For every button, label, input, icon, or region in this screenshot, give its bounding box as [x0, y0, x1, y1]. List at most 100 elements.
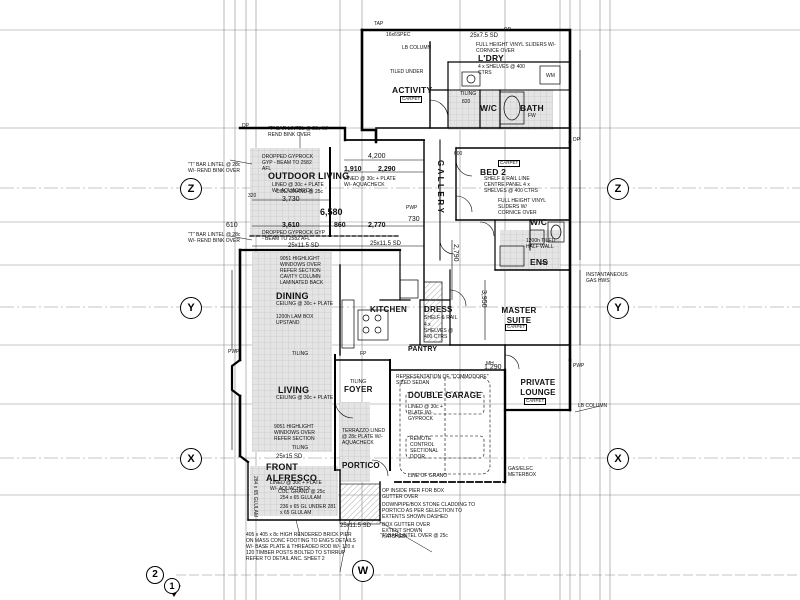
note-shelf-rail: SHELF & RAIL	[424, 315, 458, 321]
dim-3610: 3,610	[282, 222, 300, 229]
note-lb-column-bot: LB COLUMN	[578, 403, 608, 409]
kitchen-fixtures	[341, 279, 443, 349]
room-private-lounge: PRIVATE LOUNGE	[520, 378, 556, 397]
door-swings	[334, 99, 520, 477]
note-dp-left: DP	[242, 123, 249, 129]
note-dp-top: DP	[504, 27, 511, 33]
note-spec: 16x6SPEC	[386, 32, 411, 38]
note-lined-outdoor: LINED @ 30c + PLATE W/- AQUACHECK	[272, 182, 324, 194]
note-dropped-gyp-2: DROPPED GYPROCK GYP - BEAM TO 2582 AFL	[262, 230, 325, 242]
note-glulam-3: 236 x 65 GL UNDER 281 x 65 GLULAM	[280, 504, 336, 516]
car-outline	[399, 377, 491, 475]
note-lined-plate: LINED @ 30c + PLATE W/- AQUACHECK	[344, 176, 396, 188]
grid-bubble-y-right: Y	[607, 297, 629, 319]
note-col-grand2: COL. GRAND @ 25c	[278, 489, 326, 495]
dim-2290: 2,290	[378, 166, 396, 173]
dim-320: 320	[248, 193, 257, 199]
note-fw-ens: FW	[540, 261, 548, 267]
note-tiled-under: TILED UNDER	[390, 69, 424, 75]
room-bath: BATH	[520, 103, 544, 113]
tiling-label-living: TILING	[292, 445, 309, 451]
note-alfresco-lined: LINED @ 30c + PLATE W/- AQUACHECK	[270, 480, 322, 492]
floor-master: CARPET	[505, 324, 528, 331]
note-op-pier: OP INSIDE PIER FOR BOX GUTTER OVER	[382, 488, 445, 500]
room-portico: PORTICO	[342, 461, 380, 470]
note-tap: TAP	[374, 21, 384, 27]
dim-2790: 2,790	[452, 244, 459, 262]
note-cavity-col: CAVITY COLUMN LAMINATED BACK	[280, 274, 324, 286]
note-pwp-1: PWP	[228, 349, 240, 355]
room-bed2: BED 2	[480, 167, 507, 177]
note-wm: WM	[546, 73, 555, 79]
section-bubble-sheet: 1	[164, 578, 180, 594]
note-tbar-1: "T" BAR LINTEL @ 28c W/- REND BINK OVER	[268, 126, 330, 138]
room-ens: ENS	[530, 257, 549, 267]
note-downpipe: DOWNPIPE/BOX STONE CLADDING TO PORTICO A…	[382, 502, 476, 520]
note-pier: 405 x 405 x 8c HIGH RENDERED BRICK PIER …	[246, 532, 356, 562]
dim-3730: 3,730	[282, 196, 300, 203]
sd-mid: 25x11.5 SD	[370, 241, 401, 247]
box-gutter-hatch	[339, 483, 381, 525]
tiling-label-foyer: TILING	[350, 379, 367, 385]
dim-3950: 3,950	[480, 290, 487, 308]
dim-610: 610	[226, 222, 238, 229]
section-marker	[167, 574, 800, 597]
dim-4200: 4,200	[368, 153, 386, 160]
note-lb-column-top: LB COLUMN	[402, 45, 432, 51]
floor-private-lounge: CARPET	[524, 398, 547, 405]
dim-6580: 6,580	[320, 207, 343, 217]
section-bubble-number: 2	[146, 566, 164, 584]
room-activity: ACTIVITY	[392, 85, 433, 95]
note-roller-door: REMOTE CONTROL SECTIONAL DOOR	[410, 436, 439, 460]
note-pwp-3: PWP	[406, 205, 418, 211]
note-dp-right: DP	[573, 137, 580, 143]
note-fw-bath: FW	[528, 113, 536, 119]
sd-top: 25x7.5 SD	[470, 33, 499, 39]
dim-1290: 1,290	[484, 364, 502, 371]
floor-bed2: CARPET	[498, 160, 521, 167]
note-gas-hws: INSTANTANEOUS GAS HWS	[586, 272, 628, 284]
bath-fixtures	[461, 65, 565, 267]
note-lam-box: 1200h LAM BOX UPSTAND	[276, 314, 314, 326]
note-ceiling-living: CEILING @ 30c + PLATE	[276, 395, 334, 401]
tiling-label-dining: TILING	[292, 351, 309, 357]
note-bed2: SHELF & RAIL LINE CENTRE PANEL 4 x SHELV…	[484, 176, 538, 194]
grid-bubble-z-left: Z	[180, 178, 202, 200]
grid-bubble-y-left: Y	[180, 297, 202, 319]
note-tbar-2: "T" BAR LINTEL @ 28c W/- REND BINK OVER	[188, 162, 241, 174]
room-outdoor-living: OUTDOOR LIVING	[268, 171, 350, 181]
sd-portico: 25x11.5 SD	[340, 523, 371, 529]
leader-lines	[229, 132, 601, 573]
walls	[230, 28, 572, 521]
sd-mid2: 25x11.5 SD	[288, 243, 319, 249]
note-highlight-window-2: 9051 HIGHLIGHT WINDOWS OVER REFER SECTIO…	[274, 424, 315, 442]
room-gallery: G A L L E R Y	[436, 160, 445, 214]
note-dropped-gyp-1: DROPPED GYPROCK GYP - BEAM TO 2582 AFL	[262, 154, 314, 172]
dim-600: 600	[454, 151, 463, 157]
note-line-of-grano: LINE OF GRANO	[408, 473, 448, 479]
note-bed2-vinyl: FULL HEIGHT VINYL SLIDERS W/ CORNICE OVE…	[498, 198, 546, 216]
grid-bubble-x-right: X	[607, 448, 629, 470]
note-pwp-2: PWP	[573, 363, 585, 369]
room-wc-top: W/C	[480, 103, 498, 113]
note-mh: MH	[486, 361, 494, 367]
room-living: LIVING	[278, 385, 310, 395]
grid-bubble-z-right: Z	[607, 178, 629, 200]
tiling-label-bath: TILING	[460, 91, 477, 97]
grid-bubble-w: W	[352, 560, 374, 582]
room-master-suite: MASTER SUITE	[501, 306, 537, 325]
note-ens-wall: 1200h TILED HALF WALL	[526, 238, 556, 250]
note-highlight-window-1: 9051 HIGHLIGHT WINDOWS OVER REFER SECTIO…	[280, 256, 321, 274]
note-col-grand: COL. GRAND @ 25c	[276, 189, 324, 195]
tiled-floor-areas	[250, 90, 560, 516]
note-glulam-2: 254 x 65 GLULAM	[280, 495, 322, 501]
dim-2770: 2,770	[368, 222, 386, 229]
floor-activity: CARPET	[400, 96, 423, 103]
dim-730: 730	[408, 216, 420, 223]
room-double-garage: DOUBLE GARAGE	[408, 391, 482, 400]
note-gasmeter: GAS/ELEC METERBOX	[508, 466, 537, 478]
note-box-gutter: BOX GUTTER OVER EXTENT SHOWN HATCHED	[382, 522, 431, 540]
note-portico: TERRAZZO LINED @ 28c PLATE W/- AQUACHECK	[342, 428, 386, 446]
dim-820: 820	[462, 99, 471, 105]
